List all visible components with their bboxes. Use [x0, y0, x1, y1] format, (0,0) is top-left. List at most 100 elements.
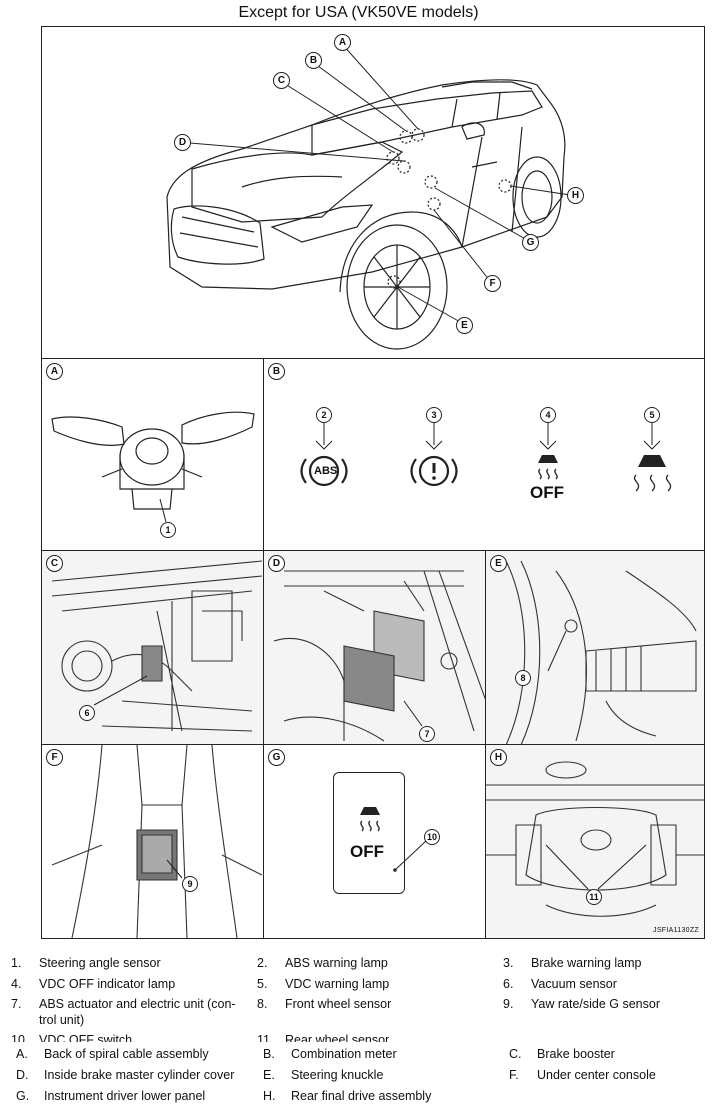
abs-text: ABS: [314, 465, 338, 477]
letter-legend-B: B. Combination meter: [263, 1047, 503, 1063]
letter-legend-E: E. Steering knuckle: [263, 1068, 503, 1084]
spiral-cable-drawing: [51, 411, 255, 523]
letter-legend-H: H. Rear final drive assembly: [263, 1089, 503, 1105]
legend-text: ABS actuator and electric unit (con-: [39, 997, 236, 1011]
letter-text: Inside brake master cylinder cover: [44, 1068, 235, 1082]
letter-key: A.: [16, 1047, 28, 1061]
vdc-off-switch-text: OFF: [350, 842, 384, 861]
legend-1: 1.Steering angle sensor: [11, 955, 251, 971]
callout-E: E: [456, 317, 473, 334]
figure-frame: A B C D E F G H A 1 B 2: [41, 26, 705, 939]
panel-D: D 7: [264, 551, 487, 745]
number-7: 7: [419, 726, 435, 742]
panel-B: B 2 ABS 3 4 OFF 5: [264, 359, 704, 551]
legend-key: 5.: [257, 977, 268, 991]
legend-text: Steering angle sensor: [39, 956, 161, 970]
letter-legend-D: D. Inside brake master cylinder cover: [16, 1068, 256, 1084]
number-11: 11: [586, 889, 602, 905]
legend-row-clipped: 10. VDC OFF switch 11. Rear wheel sensor: [0, 1032, 717, 1042]
letter-key: E.: [263, 1068, 275, 1082]
letter-text: Steering knuckle: [291, 1068, 384, 1082]
legend-4: 4. VDC OFF indicator lamp: [11, 976, 251, 992]
legend-key: 7.: [11, 997, 22, 1011]
legend-text: VDC OFF indicator lamp: [39, 977, 176, 991]
legend-key: 2.: [257, 956, 268, 970]
letter-text: Under center console: [537, 1068, 656, 1082]
number-8: 8: [515, 670, 531, 686]
legend-key: 9.: [503, 997, 514, 1011]
car-overview: A B C D E F G H: [42, 27, 704, 359]
letter-text: Combination meter: [291, 1047, 397, 1061]
legend-3: 3. Brake warning lamp: [503, 955, 713, 971]
rear-final-drive-drawing: [486, 761, 704, 917]
legend-key: 8.: [257, 997, 268, 1011]
image-code: JSFIA1130ZZ: [653, 927, 699, 934]
legend-2: 2. ABS warning lamp: [257, 955, 497, 971]
legend-10: 10. VDC OFF switch: [11, 1032, 251, 1042]
legend-9: 9. Yaw rate/side G sensor: [503, 996, 713, 1012]
steering-knuckle-drawing: [505, 560, 697, 746]
legend-key: 3.: [503, 956, 514, 970]
legend-text: Rear wheel sensor: [285, 1033, 390, 1042]
legend-text: Yaw rate/side G sensor: [531, 997, 660, 1011]
letter-key: D.: [16, 1068, 29, 1082]
abs-actuator-drawing: [273, 570, 487, 742]
callout-B: B: [305, 52, 322, 69]
legend-7: 7. ABS actuator and electric unit (con-tr…: [11, 996, 251, 1028]
number-9: 9: [182, 876, 198, 892]
number-10: 10: [424, 829, 440, 845]
panel-label-E: E: [490, 555, 507, 572]
legend-text: VDC warning lamp: [285, 977, 390, 991]
legend-text: ABS warning lamp: [285, 956, 388, 970]
legend-key: 6.: [503, 977, 514, 991]
letter-legend-G: G.Instrument driver lower panel: [16, 1089, 256, 1105]
letter-text: Back of spiral cable assembly: [44, 1047, 209, 1061]
brake-booster-drawing: [51, 560, 263, 732]
callout-A: A: [334, 34, 351, 51]
letter-text: Brake booster: [537, 1047, 615, 1061]
panel-label-A: A: [46, 363, 63, 380]
legend-key: 11.: [257, 1033, 274, 1042]
legend-text: Brake warning lamp: [531, 956, 642, 970]
letter-legend-A: A. Back of spiral cable assembly: [16, 1047, 256, 1063]
panel-E: E 8: [486, 551, 704, 746]
letter-key: C.: [509, 1047, 522, 1061]
legend-11: 11. Rear wheel sensor: [257, 1032, 497, 1042]
panel-label-G: G: [268, 749, 285, 766]
legend-key: 10.: [11, 1033, 29, 1042]
center-console-drawing: [51, 744, 263, 939]
letter-key: H.: [263, 1089, 276, 1103]
number-2: 2: [316, 407, 332, 423]
panel-F: F 9: [42, 744, 264, 939]
letter-legend-F: F. Under center console: [509, 1068, 709, 1084]
legend-text: Front wheel sensor: [285, 997, 392, 1011]
number-4: 4: [540, 407, 556, 423]
abs-lamp-icon: [300, 423, 348, 487]
panel-G: G OFF 10: [264, 745, 486, 938]
number-5: 5: [644, 407, 660, 423]
panel-A: A 1: [42, 359, 264, 551]
letter-key: F.: [509, 1068, 519, 1082]
letter-key: B.: [263, 1047, 275, 1061]
vdc-off-switch[interactable]: [333, 772, 405, 894]
legend-8: 8. Front wheel sensor: [257, 996, 497, 1012]
number-1: 1: [160, 522, 176, 538]
letter-legend-C: C. Brake booster: [509, 1047, 709, 1063]
switch-leader: [393, 840, 427, 872]
letter-text: Rear final drive assembly: [291, 1089, 432, 1103]
legend-text: Vacuum sensor: [531, 977, 617, 991]
legend-5: 5. VDC warning lamp: [257, 976, 497, 992]
vdc-off-indicator-text: OFF: [530, 483, 564, 502]
panel-H: H 11: [486, 745, 704, 938]
number-3: 3: [426, 407, 442, 423]
panel-label-C: C: [46, 555, 63, 572]
legend-text: VDC OFF switch: [39, 1033, 133, 1042]
panel-label-H: H: [490, 749, 507, 766]
legend-key: 4.: [11, 977, 22, 991]
legend-text-cont: trol unit): [39, 1013, 85, 1027]
number-6: 6: [79, 705, 95, 721]
callout-D: D: [174, 134, 191, 151]
page-title: Except for USA (VK50VE models): [238, 4, 479, 21]
panel-label-D: D: [268, 555, 285, 572]
callout-C: C: [273, 72, 290, 89]
